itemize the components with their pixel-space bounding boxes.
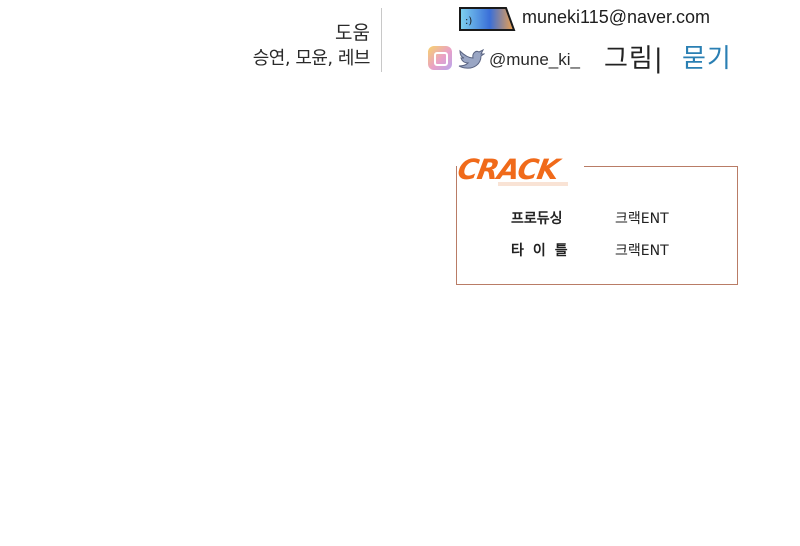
svg-text::): :) bbox=[465, 16, 472, 27]
crack-credit-box bbox=[456, 166, 738, 285]
instagram-icon bbox=[428, 46, 452, 70]
mail-bubble-icon: :) bbox=[459, 7, 516, 31]
twitter-bird-icon bbox=[458, 48, 485, 69]
crack-logo: CRACK bbox=[455, 153, 574, 189]
social-handle: @mune_ki_ bbox=[489, 50, 580, 69]
help-label: 도움 bbox=[335, 22, 370, 44]
art-label: 그림| bbox=[604, 44, 664, 74]
crack-logo-underline bbox=[498, 182, 568, 186]
help-names: 승연, 모윤, 레브 bbox=[252, 48, 371, 69]
vertical-divider bbox=[381, 8, 382, 72]
title-label: 타이틀 bbox=[511, 243, 577, 259]
box-top-border bbox=[584, 166, 737, 167]
title-value: 크랙ENT bbox=[615, 243, 669, 259]
producing-label: 프로듀싱 bbox=[511, 211, 563, 227]
producing-value: 크랙ENT bbox=[615, 211, 669, 227]
email-text: muneki115@naver.com bbox=[522, 7, 711, 27]
art-name: 묻기 bbox=[682, 44, 732, 74]
